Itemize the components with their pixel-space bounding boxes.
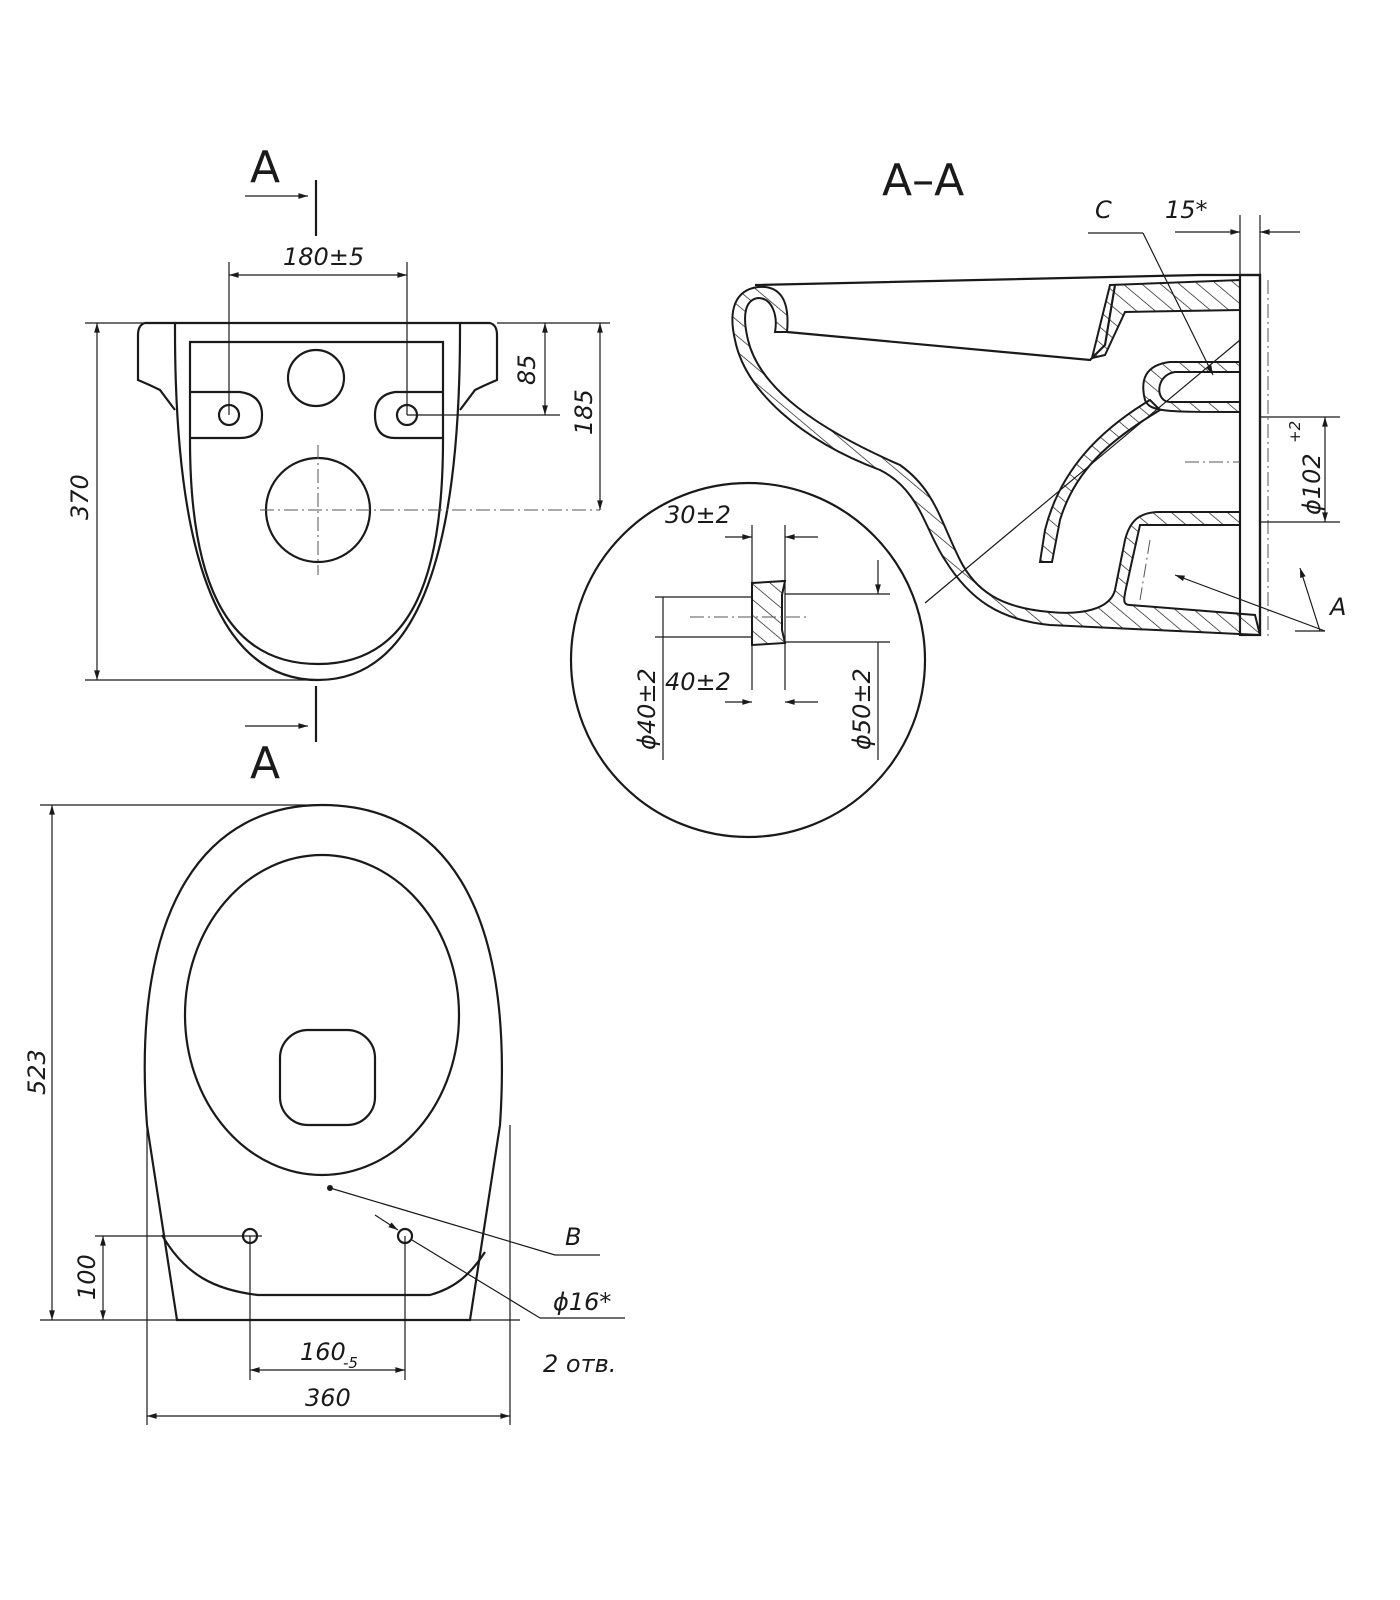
right-mount-slot bbox=[373, 390, 443, 440]
dim-160: 160 bbox=[300, 1338, 346, 1366]
dim-holes-spacing: 180±5 bbox=[283, 243, 364, 271]
bowl-wall-section bbox=[731, 285, 1262, 637]
bowl-inner-surface bbox=[786, 284, 1117, 362]
dim-160-tolerance: -5 bbox=[343, 1354, 358, 1372]
dim-d40: ϕ40±2 bbox=[633, 668, 661, 750]
left-mount-slot bbox=[190, 390, 264, 440]
rear-contour bbox=[161, 1234, 486, 1297]
rear-view: 180±5 85 185 370 A A bbox=[66, 142, 610, 789]
detail-circle bbox=[569, 481, 927, 839]
dim-15: 15* bbox=[1165, 196, 1208, 224]
section-view: A–A 15* C ϕ102 +2 A bbox=[731, 155, 1346, 640]
label-a: A bbox=[1328, 593, 1346, 621]
dim-85: 85 bbox=[513, 354, 541, 385]
inlet-hole bbox=[286, 348, 346, 408]
dim-hole: ϕ16* bbox=[553, 1288, 611, 1316]
label-c: C bbox=[1095, 196, 1112, 224]
dim-d50: ϕ50±2 bbox=[848, 668, 876, 750]
dim-30: 30±2 bbox=[665, 501, 731, 529]
section-mark-top: A bbox=[250, 142, 280, 193]
dim-outlet-tolerance: +2 bbox=[1286, 421, 1304, 443]
rear-inner-outline bbox=[188, 340, 445, 666]
dim-40: 40±2 bbox=[665, 668, 731, 696]
top-view: B ϕ16* 2 отв. 523 100 160 -5 360 bbox=[23, 803, 625, 1425]
detail-view: 30±2 40±2 ϕ40±2 ϕ50±2 bbox=[569, 481, 927, 839]
dim-100: 100 bbox=[73, 1254, 101, 1300]
detail-pipe-section bbox=[751, 579, 787, 647]
section-title: A–A bbox=[882, 155, 964, 206]
wall-flange bbox=[1238, 273, 1262, 637]
top-outline bbox=[143, 803, 503, 1322]
label-b: B bbox=[565, 1223, 581, 1251]
inlet-section bbox=[1142, 361, 1241, 414]
drain-opening bbox=[278, 1028, 377, 1127]
flush-channel-section bbox=[1038, 398, 1162, 563]
dim-523: 523 bbox=[23, 1049, 51, 1095]
rim-top bbox=[754, 273, 1262, 635]
rim-section bbox=[1090, 278, 1241, 360]
right-ear bbox=[459, 321, 499, 411]
dim-185: 185 bbox=[570, 389, 598, 435]
dim-outlet: ϕ102 bbox=[1298, 453, 1326, 515]
left-ear bbox=[136, 321, 176, 411]
dim-360: 360 bbox=[305, 1384, 351, 1412]
detail-leader bbox=[924, 339, 1241, 604]
section-mark-bottom: A bbox=[250, 738, 280, 789]
rear-outline bbox=[173, 321, 462, 682]
seat-opening bbox=[183, 853, 461, 1177]
hole-count: 2 отв. bbox=[543, 1350, 616, 1378]
dim-370: 370 bbox=[66, 474, 94, 520]
